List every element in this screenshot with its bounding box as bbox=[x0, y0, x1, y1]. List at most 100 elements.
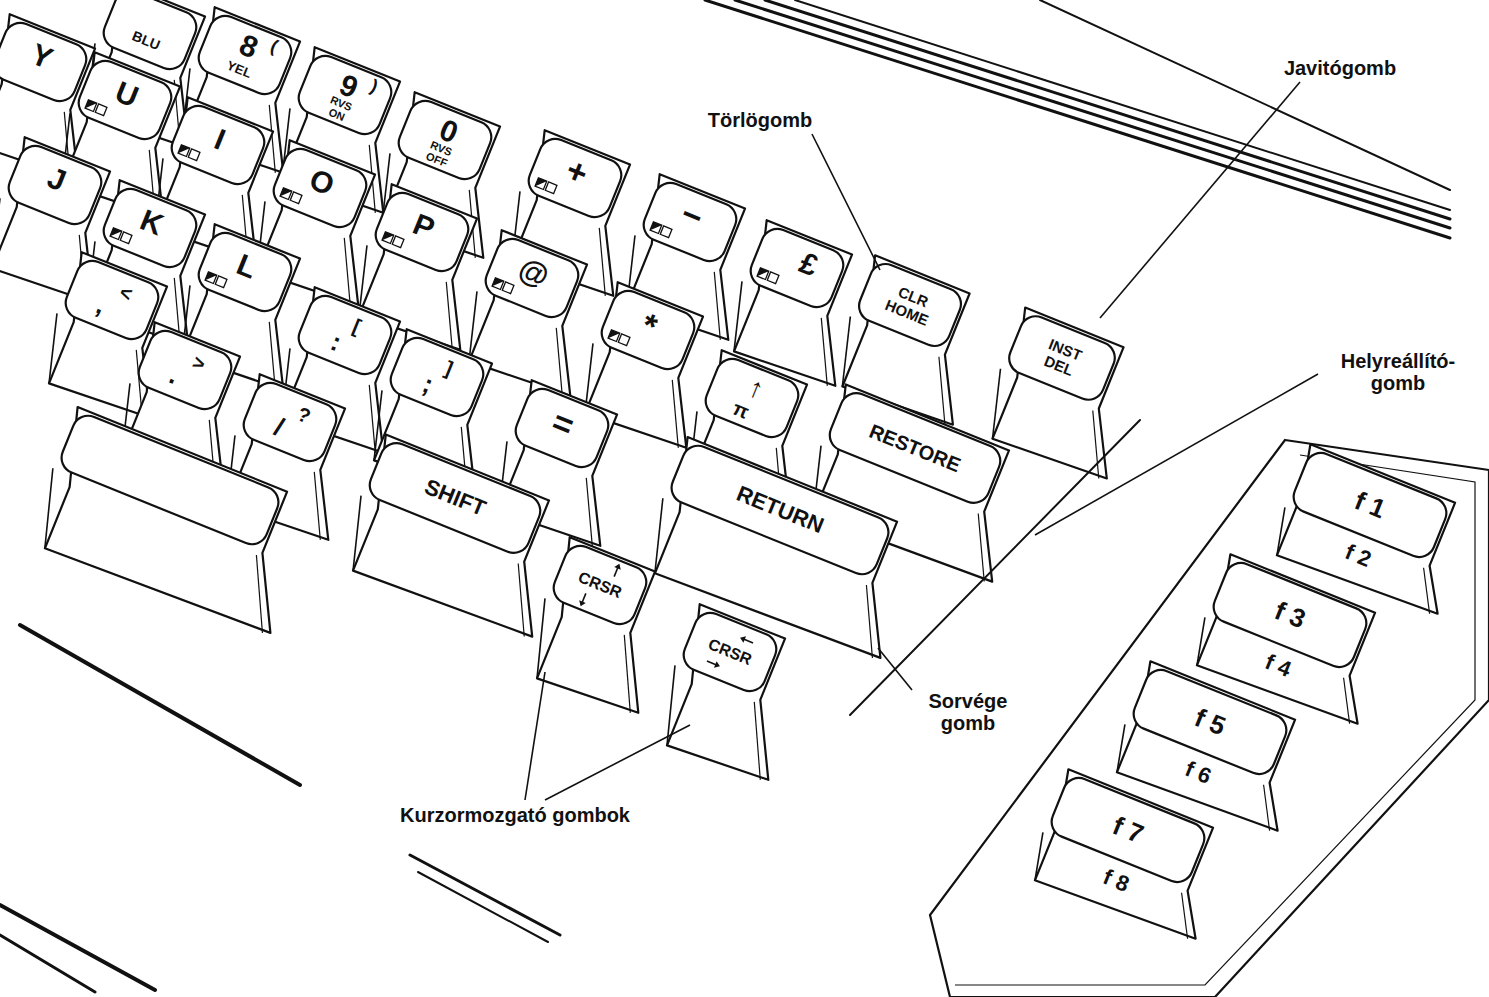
key-body bbox=[993, 308, 1124, 479]
graphic-fill bbox=[110, 228, 122, 240]
graphic-fill bbox=[650, 222, 662, 234]
graphic-square bbox=[215, 276, 227, 288]
key-top bbox=[0, 18, 91, 106]
graphic-square bbox=[660, 226, 672, 238]
graphic-square bbox=[650, 222, 662, 234]
graphic-square bbox=[502, 282, 514, 294]
key-top bbox=[639, 178, 741, 266]
key-top bbox=[294, 51, 396, 139]
graphic-symbols bbox=[650, 222, 672, 238]
leader-line bbox=[1035, 374, 1318, 535]
key-edge bbox=[866, 585, 872, 658]
key-top bbox=[239, 378, 341, 466]
key-edge bbox=[1035, 832, 1043, 880]
key bbox=[1035, 769, 1213, 938]
graphic-symbols bbox=[85, 100, 107, 116]
key-top bbox=[511, 384, 613, 472]
edge-line bbox=[765, 0, 1450, 219]
key bbox=[537, 537, 655, 713]
key-top bbox=[597, 286, 699, 374]
graphic-square bbox=[205, 272, 217, 284]
key-edge bbox=[939, 357, 945, 425]
key-edge bbox=[314, 472, 320, 540]
key-top bbox=[1209, 558, 1371, 672]
key-top bbox=[481, 234, 583, 322]
key-body bbox=[667, 604, 785, 780]
key-edge bbox=[714, 272, 720, 340]
leader-line bbox=[545, 725, 690, 800]
cursor-arrow bbox=[706, 658, 722, 670]
key-top bbox=[365, 438, 545, 557]
leader-line bbox=[812, 134, 880, 270]
key-top bbox=[825, 388, 1005, 507]
key-top bbox=[701, 354, 803, 442]
graphic-square bbox=[280, 188, 292, 200]
graphic-square bbox=[110, 228, 122, 240]
key-top bbox=[167, 101, 269, 189]
key-body bbox=[353, 434, 549, 636]
key-edge bbox=[256, 555, 262, 633]
key-top bbox=[386, 333, 488, 421]
callout-label: Helyreállító- gomb bbox=[1321, 350, 1475, 394]
graphic-fill bbox=[492, 278, 504, 290]
key-top bbox=[1047, 773, 1209, 887]
key-edge bbox=[1182, 893, 1188, 939]
graphic-square bbox=[608, 330, 620, 342]
key-top bbox=[194, 228, 296, 316]
key-edge bbox=[353, 496, 361, 571]
arrow-head bbox=[739, 634, 746, 642]
key-body bbox=[45, 407, 287, 633]
key-edge bbox=[734, 281, 742, 351]
graphic-fill bbox=[280, 188, 292, 200]
graphic-fill bbox=[382, 232, 394, 244]
graphic-fill bbox=[757, 268, 769, 280]
key-edge bbox=[624, 635, 630, 713]
cursor-arrow bbox=[611, 562, 623, 578]
edge-line bbox=[705, 0, 1450, 238]
graphic-square bbox=[120, 232, 132, 244]
graphic-symbols bbox=[757, 268, 779, 284]
key-edge bbox=[344, 238, 350, 306]
key-edge bbox=[556, 328, 562, 396]
edge-line bbox=[1040, 0, 1450, 190]
graphic-square bbox=[492, 278, 504, 290]
key-top bbox=[57, 411, 283, 549]
graphic-square bbox=[85, 100, 97, 112]
edge-line bbox=[20, 625, 300, 785]
graphic-symbols bbox=[382, 232, 404, 248]
graphic-square bbox=[535, 178, 547, 190]
key-top bbox=[854, 259, 965, 351]
key-edge bbox=[49, 313, 57, 383]
key-edge bbox=[842, 316, 850, 386]
key-edge bbox=[978, 514, 984, 582]
key bbox=[992, 308, 1123, 479]
graphic-square bbox=[290, 192, 302, 204]
key-top bbox=[679, 608, 781, 696]
key-edge bbox=[374, 390, 382, 460]
key-top bbox=[134, 326, 236, 414]
graphic-square bbox=[757, 268, 769, 280]
graphic-square bbox=[382, 232, 394, 244]
key bbox=[655, 437, 897, 658]
key-edge bbox=[537, 598, 545, 678]
key-edge bbox=[1277, 507, 1285, 555]
graphic-fill bbox=[85, 100, 97, 112]
key-top bbox=[667, 441, 893, 579]
key-edge bbox=[469, 291, 477, 361]
key bbox=[734, 220, 852, 386]
key-top bbox=[1129, 665, 1291, 779]
leader-line bbox=[878, 648, 912, 690]
graphic-symbols bbox=[110, 228, 132, 244]
key-top bbox=[524, 134, 626, 222]
key-edge bbox=[1117, 724, 1125, 772]
keybed-edge bbox=[850, 420, 1140, 715]
graphic-fill bbox=[205, 272, 217, 284]
key-top bbox=[269, 144, 371, 232]
graphic-square bbox=[545, 182, 557, 194]
key-body bbox=[1035, 769, 1213, 938]
callout-label: Kurzormozgató gombok bbox=[398, 804, 632, 826]
arrow-head bbox=[714, 661, 721, 669]
key-top bbox=[549, 541, 651, 629]
